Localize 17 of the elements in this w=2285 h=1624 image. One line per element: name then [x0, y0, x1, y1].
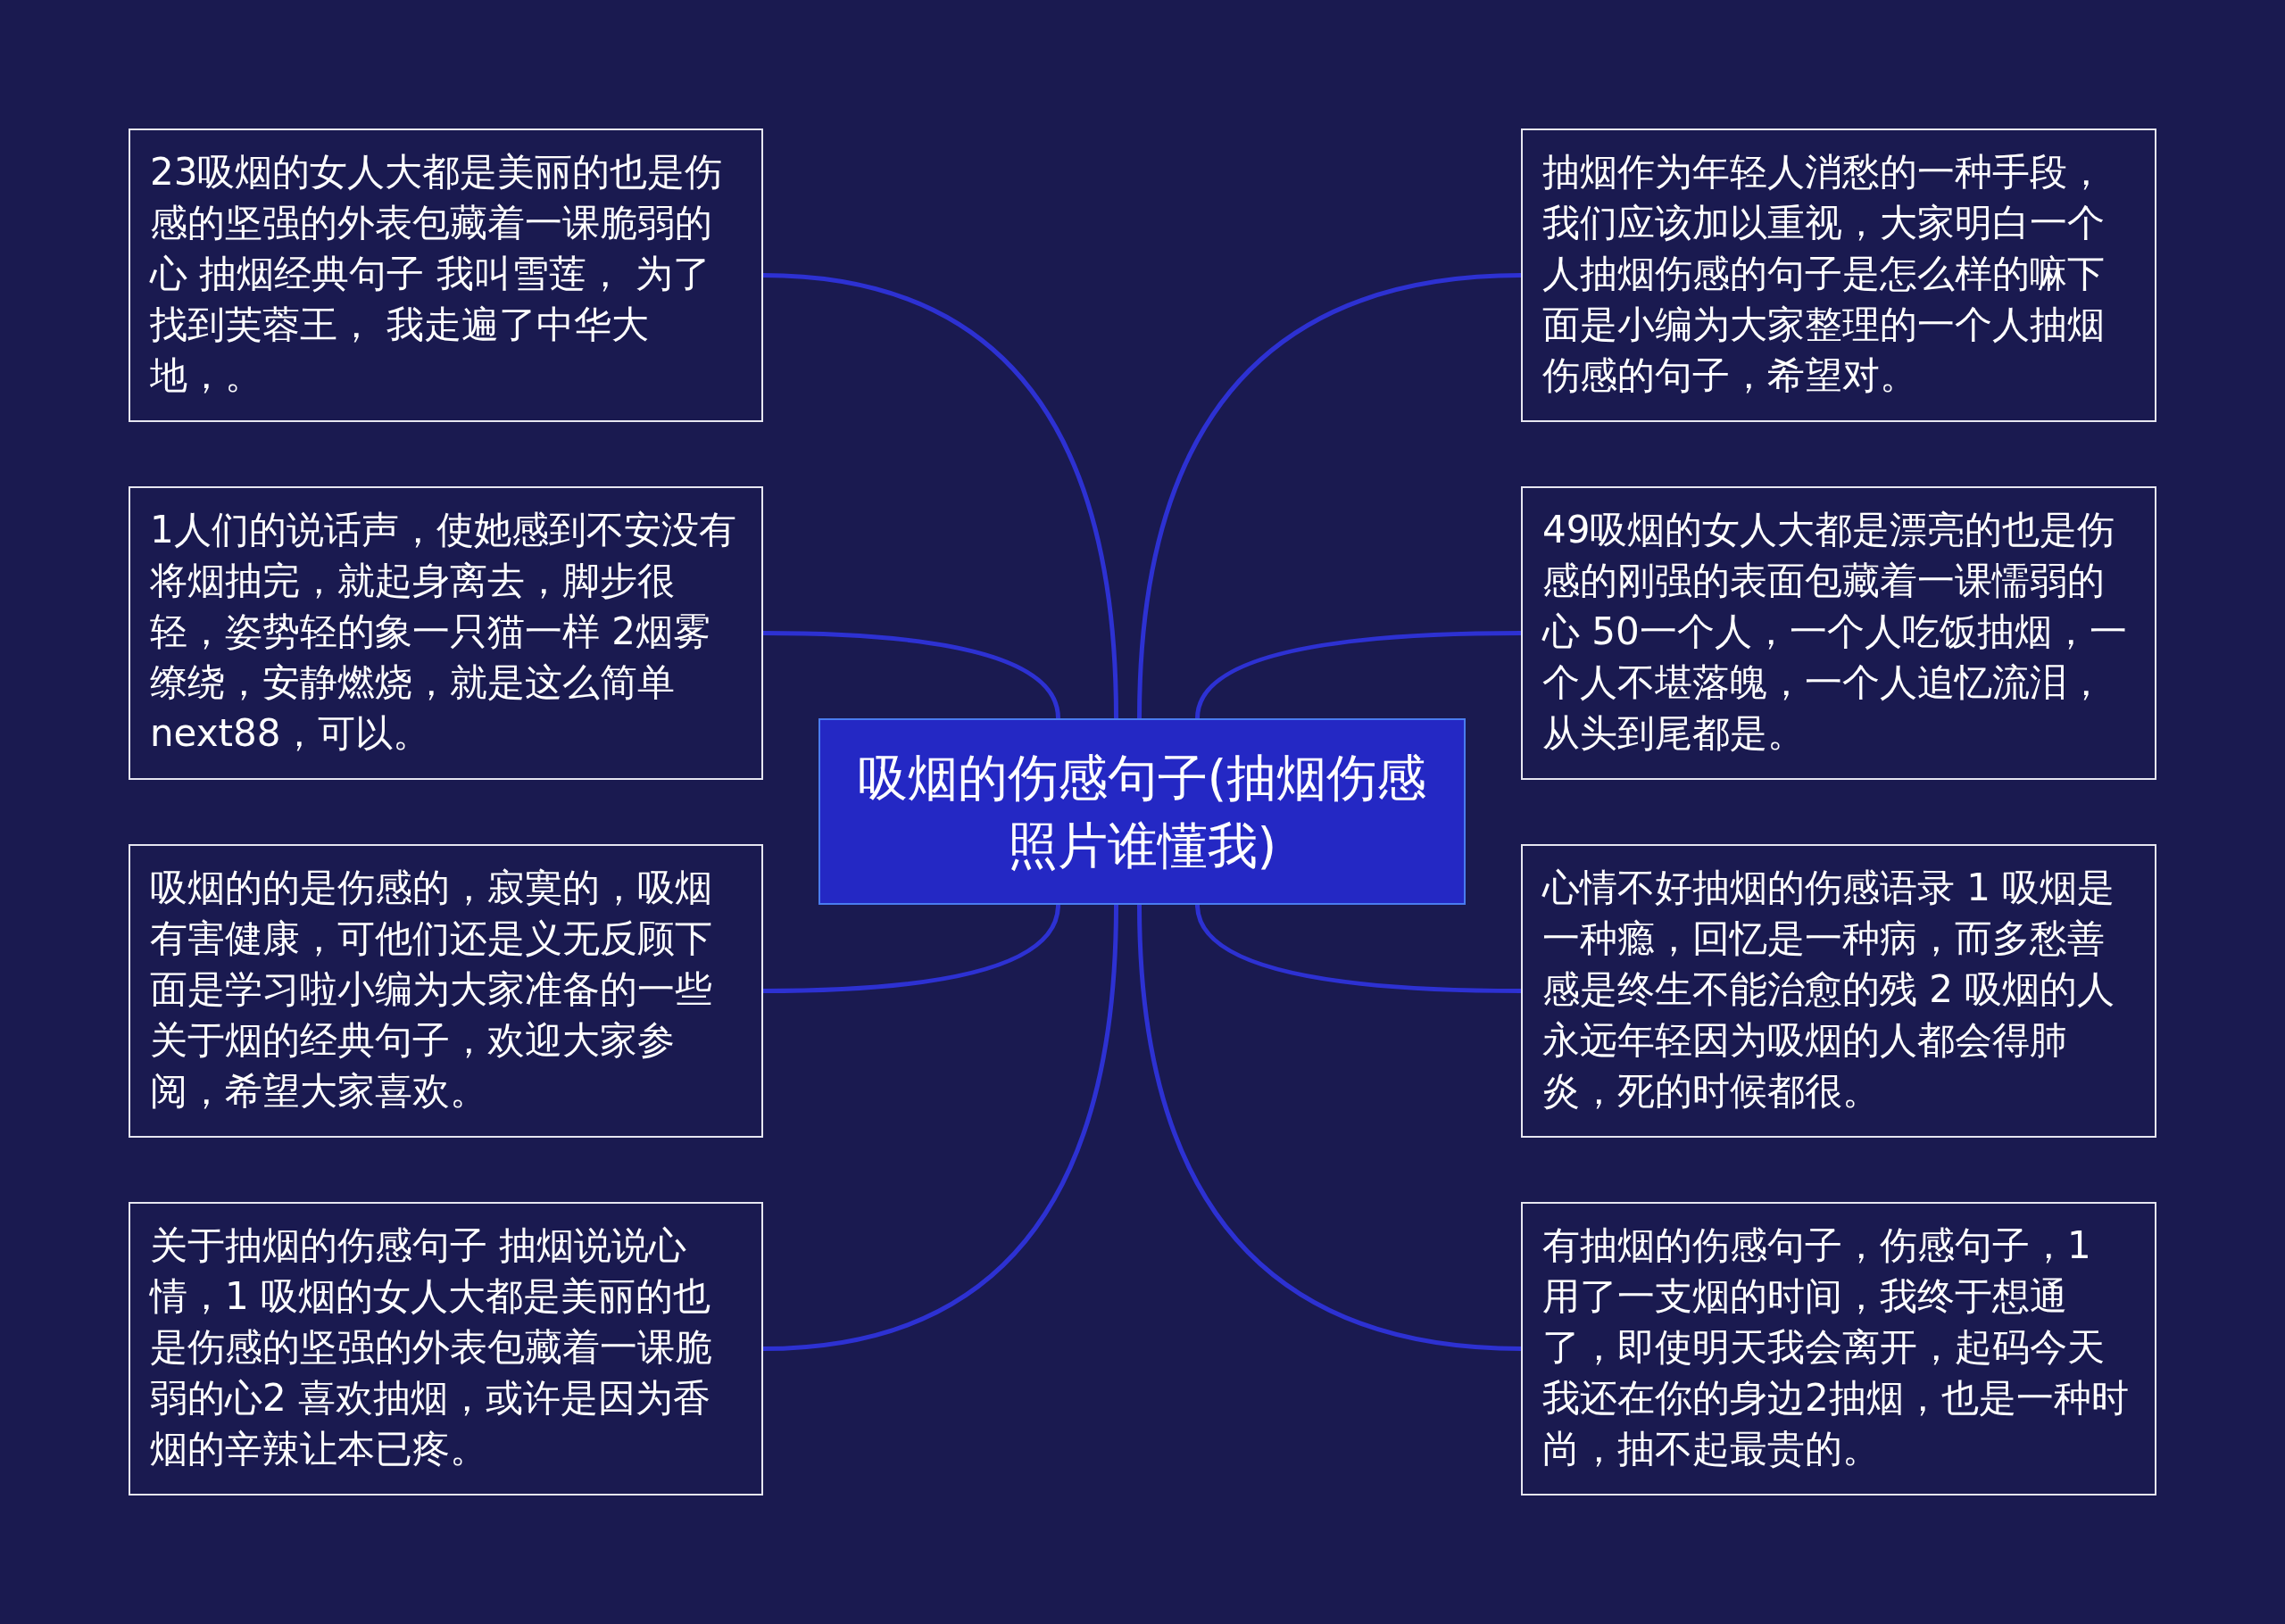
text-box: 有抽烟的伤感句子，伤感句子，1 用了一支烟的时间，我终于想通了，即使明天我会离开，起码今天我还在你的身边2抽烟，也是一种时尚，抽不起最贵的。: [1521, 1202, 2156, 1496]
topic-box: 吸烟的伤感句子(抽烟伤感照片谁懂我): [818, 718, 1466, 905]
connector-curve: [762, 904, 1060, 993]
text-box: 1人们的说话声，使她感到不安没有将烟抽完，就起身离去，脚步很轻，姿势轻的象一只猫一样 2烟雾缭绕，安静燃烧，就是这么简单next88，可以。: [129, 486, 763, 780]
text-box: 抽烟作为年轻人消愁的一种手段，我们应该加以重视，大家明白一个人抽烟伤感的句子是怎么样的嘛下面是小编为大家整理的一个人抽烟伤感的句子，希望对。: [1521, 128, 2156, 422]
connector-curve: [762, 904, 1118, 1351]
connector-curve: [1195, 631, 1522, 719]
connector-curve: [1137, 904, 1522, 1351]
connector-curve: [1195, 904, 1522, 993]
text-box: 49吸烟的女人大都是漂亮的也是伤感的刚强的表面包藏着一课懦弱的心 50一个人，一个人吃饭抽烟，一个人不堪落魄，一个人追忆流泪，从头到尾都是。: [1521, 486, 2156, 780]
connector-curve: [1137, 273, 1522, 719]
text-box: 23吸烟的女人大都是美丽的也是伤感的坚强的外表包藏着一课脆弱的心 抽烟经典句子 我叫雪莲， 为了找到芙蓉王， 我走遍了中华大地，。: [129, 128, 763, 422]
connector-curve: [762, 273, 1118, 719]
text-box: 吸烟的的是伤感的，寂寞的，吸烟有害健康，可他们还是义无反顾下面是学习啦小编为大家准备的一些关于烟的经典句子，欢迎大家参阅，希望大家喜欢。: [129, 844, 763, 1138]
connector-curve: [762, 631, 1060, 719]
text-box: 关于抽烟的伤感句子 抽烟说说心情，1 吸烟的女人大都是美丽的也是伤感的坚强的外表包藏着一课脆弱的心2 喜欢抽烟，或许是因为香烟的辛辣让本已疼。: [129, 1202, 763, 1496]
text-box: 心情不好抽烟的伤感语录 1 吸烟是一种瘾，回忆是一种病，而多愁善感是终生不能治愈的残 2 吸烟的人永远年轻因为吸烟的人都会得肺炎，死的时候都很。: [1521, 844, 2156, 1138]
